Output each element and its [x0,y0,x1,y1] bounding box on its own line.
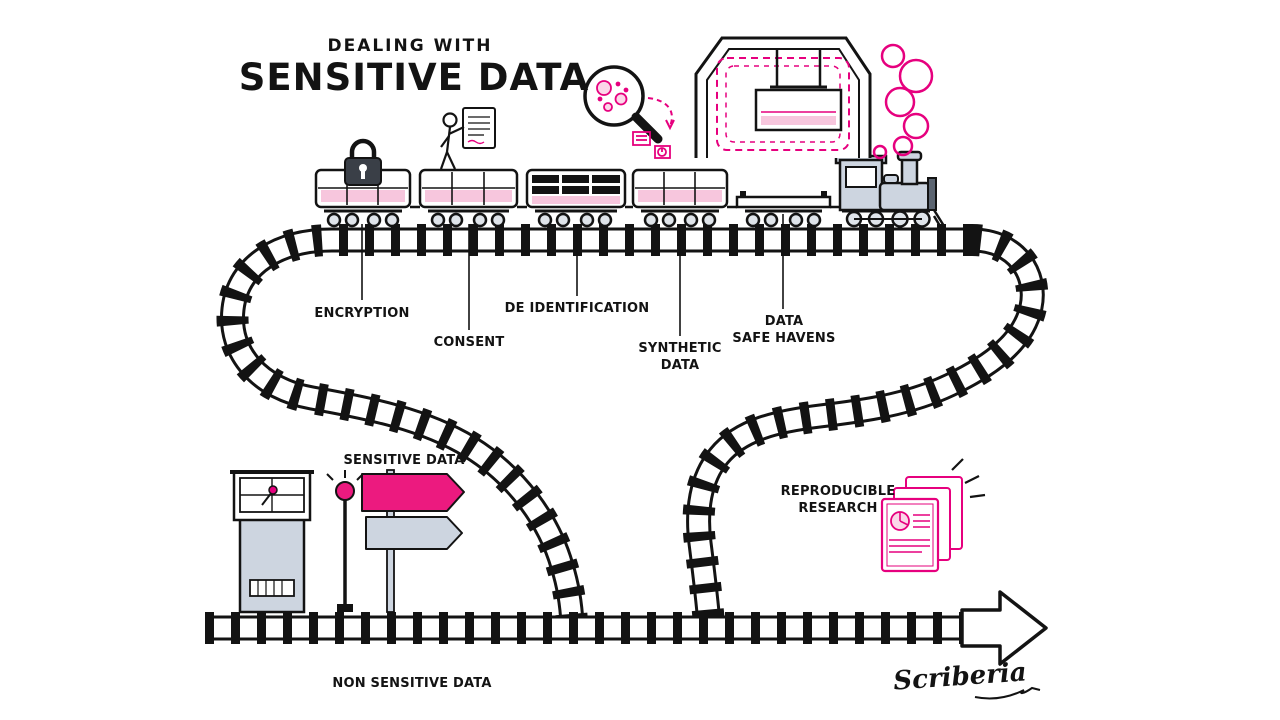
label-reproducible-research: REPRODUCIBLE RESEARCH [780,484,896,516]
signature-flourish [974,686,1041,700]
synthetic-data-car [631,168,729,228]
tunnel-depot [694,36,872,158]
consent-person [439,112,465,170]
top-and-left-track [216,224,972,625]
consent-car [418,107,519,228]
mini-data-icons [632,131,671,159]
sparkles [951,458,986,499]
leader-lines [361,214,784,336]
de-identification-car [525,168,627,228]
control-tower [230,470,314,614]
non-sensitive-arrow [365,516,463,550]
smoke-puffs [872,43,934,160]
label-sensitive-data: SENSITIVE DATA [343,453,465,468]
data-cells [596,80,629,112]
locomotive [834,150,946,228]
label-de-identification: DE IDENTIFICATION [504,301,650,316]
signal-lamp-icon [326,470,364,612]
title-kicker: DEALING WITH [327,36,493,56]
pink-dashed-arrow [647,97,673,127]
consent-form-icon [439,107,496,170]
label-synthetic-data: SYNTHETIC DATA [638,341,722,373]
signpost-arrows-icon [361,469,465,613]
safe-haven-flatcar [735,191,832,228]
encryption-car [314,138,412,228]
label-consent: CONSENT [433,335,505,350]
documents-stack-icon [880,458,986,573]
label-encryption: ENCRYPTION [314,306,410,321]
train [314,107,946,228]
padlock-icon [344,138,382,186]
page-title: SENSITIVE DATA [238,56,590,99]
label-non-sensitive-data: NON SENSITIVE DATA [332,676,492,691]
direction-arrow-icon [960,590,1048,666]
right-s-track [682,224,1049,626]
redaction-bars-icon [532,175,620,194]
sensitive-arrow [361,473,465,512]
hanging-safe-haven-box [754,88,843,132]
label-data-safe-havens: DATA SAFE HAVENS [732,314,836,346]
magnifier-icon [583,65,675,159]
